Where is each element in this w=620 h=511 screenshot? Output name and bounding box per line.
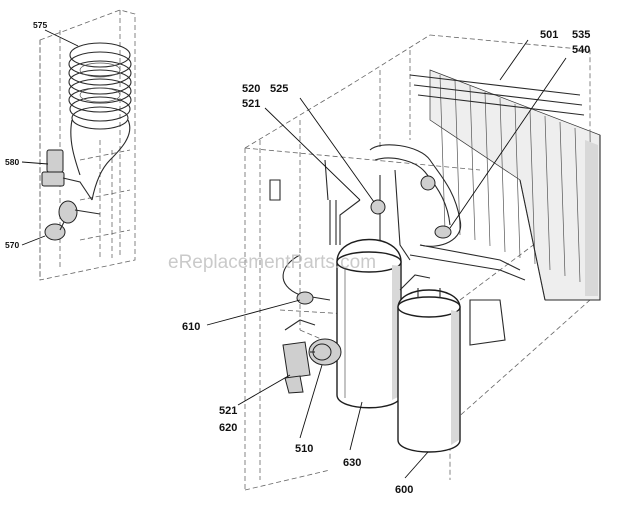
label-525: 525 bbox=[270, 83, 288, 95]
label-600: 600 bbox=[395, 484, 413, 496]
label-630: 630 bbox=[343, 457, 361, 469]
left-subassembly bbox=[39, 9, 136, 281]
label-540: 540 bbox=[572, 44, 590, 56]
label-501: 501 bbox=[540, 29, 558, 41]
tank-600 bbox=[397, 274, 461, 453]
label-570: 570 bbox=[5, 240, 19, 250]
part-labels: 575 580 570 520 521 525 501 535 540 610 … bbox=[5, 20, 590, 496]
watermark: eReplacementParts.com bbox=[168, 252, 376, 273]
valve-580 bbox=[41, 149, 93, 201]
label-520: 520 bbox=[242, 83, 260, 95]
label-610: 610 bbox=[182, 321, 200, 333]
motor-group bbox=[282, 319, 342, 394]
condenser bbox=[409, 69, 601, 301]
label-575: 575 bbox=[33, 20, 47, 30]
label-521-top: 521 bbox=[242, 98, 260, 110]
coil bbox=[68, 42, 132, 201]
leader-lines bbox=[21, 29, 567, 479]
label-580: 580 bbox=[5, 157, 19, 167]
label-510: 510 bbox=[295, 443, 313, 455]
label-620: 620 bbox=[219, 422, 237, 434]
label-535: 535 bbox=[572, 29, 590, 41]
fitting-570 bbox=[44, 200, 101, 241]
label-521-bottom: 521 bbox=[219, 405, 237, 417]
